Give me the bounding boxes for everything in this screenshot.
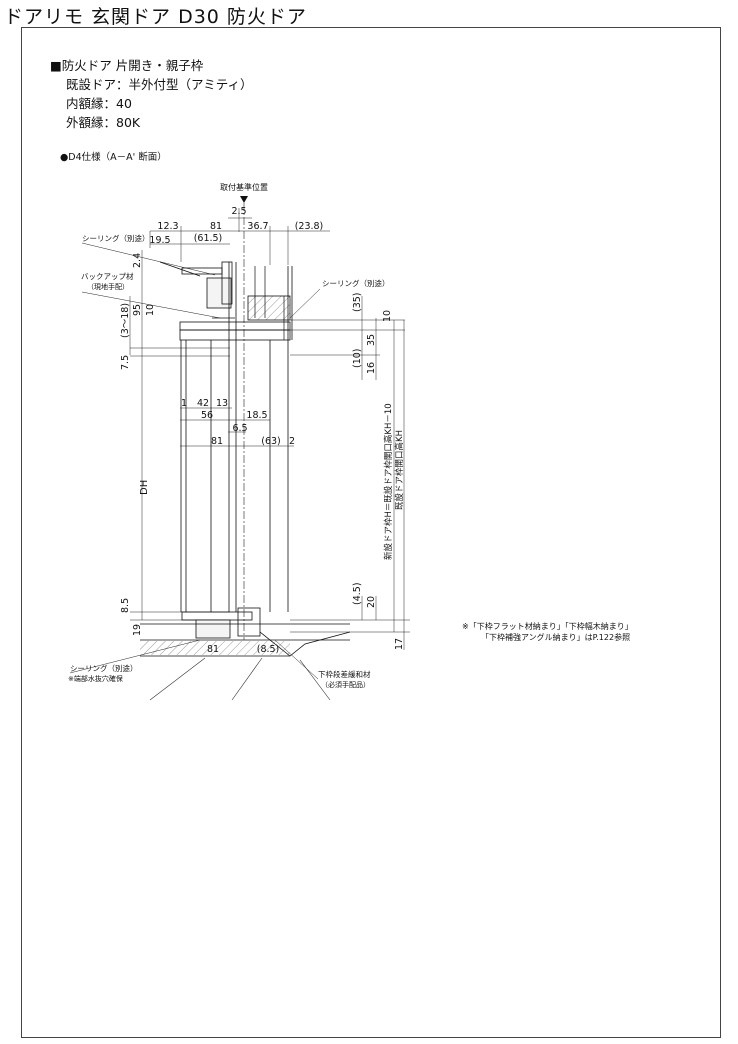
dim-8-5-paren: (8.5) xyxy=(257,644,280,655)
backup-leader xyxy=(81,291,221,319)
dim-35-paren: (35) xyxy=(352,292,363,312)
dim-2-4: 2.4 xyxy=(132,253,143,268)
right-dimension-lines xyxy=(290,296,410,650)
dim-10-left: 10 xyxy=(145,304,156,316)
page-title: ドアリモ 玄関ドア D30 防火ドア xyxy=(4,6,307,28)
dim-36-7: 36.7 xyxy=(247,221,268,232)
sealing-right-leader xyxy=(289,288,321,319)
dim-2-5: 2.5 xyxy=(231,206,246,217)
anchor-screws xyxy=(254,266,285,340)
dim-63-paren: (63) xyxy=(261,436,281,447)
reference-note-line1: ※「下枠フラット材納まり」「下枠幅木納まり」 xyxy=(462,622,633,631)
door-leaf-section xyxy=(180,262,293,612)
dim-81-top: 81 xyxy=(210,221,222,232)
dim-23-8: (23.8) xyxy=(295,221,324,232)
dim-7-5: 7.5 xyxy=(120,355,131,370)
sealing-left-leader xyxy=(81,242,216,276)
middle-dimension-lines xyxy=(180,407,294,447)
lower-frame-leader xyxy=(274,639,319,680)
dim-12-3: 12.3 xyxy=(157,221,178,232)
sealing-left-label: シーリング（別途） xyxy=(82,233,150,243)
spec-door-type: ■防火ドア 片開き・親子枠 xyxy=(50,58,204,73)
reference-note-line2: 「下枠補強アングル納まり」はP.122参照 xyxy=(481,633,631,642)
lower-frame-note: （必須手配品） xyxy=(321,680,370,689)
dim-81-bottom: 81 xyxy=(207,644,219,655)
dim-16: 16 xyxy=(366,362,377,374)
lower-frame-label: 下枠段差緩和材 xyxy=(318,669,371,679)
dim-95: 95 xyxy=(132,304,143,316)
dim-18-5: 18.5 xyxy=(246,410,267,421)
floor-hatch xyxy=(140,641,290,655)
drawing-frame xyxy=(21,27,721,1038)
dim-17: 17 xyxy=(394,638,405,650)
dim-10-right: 10 xyxy=(382,310,393,322)
spec-inner-casing: 内額縁：40 xyxy=(66,96,132,111)
dim-1: 1 xyxy=(181,398,187,409)
dim-61-5: (61.5) xyxy=(194,233,223,244)
upper-frame-profile xyxy=(159,261,291,341)
sealing-bottom-leader xyxy=(69,639,201,674)
section-label: ●D4仕様（A－A' 断面） xyxy=(60,152,167,163)
top-dimension-lines xyxy=(149,208,330,265)
dim-10-paren: (10) xyxy=(352,348,363,368)
dim-19-5: 19.5 xyxy=(149,235,170,246)
spec-existing-door: 既設ドア：半外付型（アミティ） xyxy=(66,77,253,92)
dim-20: 20 xyxy=(366,596,377,608)
dim-13: 13 xyxy=(216,398,228,409)
dh-label: DH xyxy=(139,480,150,495)
existing-opening-height-label: 既設ドア枠開口高KH xyxy=(394,430,405,510)
backup-label: バックアップ材 xyxy=(81,271,134,281)
dim-56: 56 xyxy=(201,410,213,421)
sealing-right-label: シーリング（別途） xyxy=(322,278,390,288)
dim-8-5: 8.5 xyxy=(120,598,131,613)
dim-81-mid: 81 xyxy=(211,436,223,447)
ground-break-lines xyxy=(149,657,331,701)
dim-35: 35 xyxy=(366,334,377,346)
sealing-bottom-label: シーリング（別途） xyxy=(70,663,138,673)
dim-2: 2 xyxy=(289,436,295,447)
dim-3-18: (3～18) xyxy=(120,303,131,338)
spec-outer-casing: 外額縁：80K xyxy=(66,115,141,130)
sealing-bottom-note: ※端部水抜穴確保 xyxy=(68,674,123,683)
dim-6-5: 6.5 xyxy=(232,423,247,434)
ref-arrow-icon xyxy=(240,196,248,203)
dim-42: 42 xyxy=(197,398,209,409)
new-frame-height-label: 新設ドア枠H＝既設ドア枠開口高KH－10 xyxy=(383,403,394,560)
backup-note: （現地手配） xyxy=(87,282,129,291)
dim-19: 19 xyxy=(132,624,143,636)
ref-position-label: 取付基準位置 xyxy=(220,182,268,192)
dim-4-5-paren: (4.5) xyxy=(352,582,363,605)
